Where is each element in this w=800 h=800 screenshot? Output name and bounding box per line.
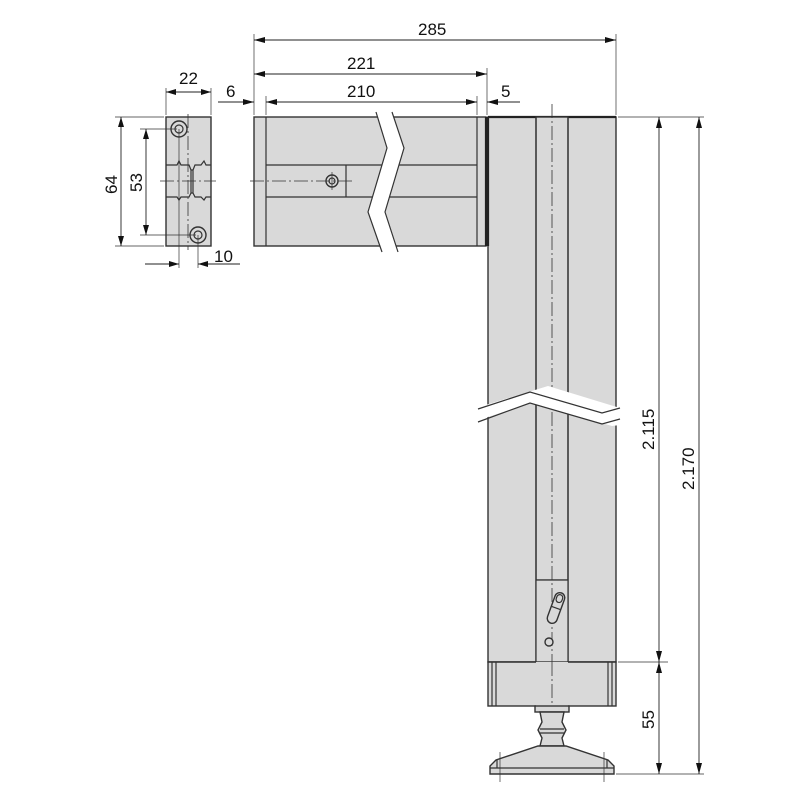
dim-hole-offset: 10 [214,247,233,266]
bracket-groove-right [192,159,211,201]
dim-arm-length: 221 [347,54,375,73]
dim-inner-length: 210 [347,82,375,101]
bracket-view: 22 64 53 10 [102,69,240,268]
arm-body [253,116,487,247]
latch-icon [546,591,566,625]
dim-post-height: 2.115 [639,409,658,450]
post-break-mark [476,392,620,426]
vertical-post-view: 2.115 2.170 55 [476,104,704,782]
bracket-body [165,116,212,247]
dim-right-gap: 5 [501,82,510,101]
dim-overall-height: 2.170 [679,447,698,490]
post-hole [544,637,554,647]
dim-bracket-height: 64 [102,175,121,194]
dim-hole-spacing: 53 [127,173,146,192]
dim-overall-width: 285 [418,20,446,39]
dim-left-offset: 6 [226,82,235,101]
arm-break-mark [368,112,404,252]
leveling-foot [489,705,615,782]
dim-foot-height: 55 [639,710,658,729]
top-arm-view: 285 221 210 6 5 [218,20,617,253]
dim-bracket-width: 22 [179,69,198,88]
